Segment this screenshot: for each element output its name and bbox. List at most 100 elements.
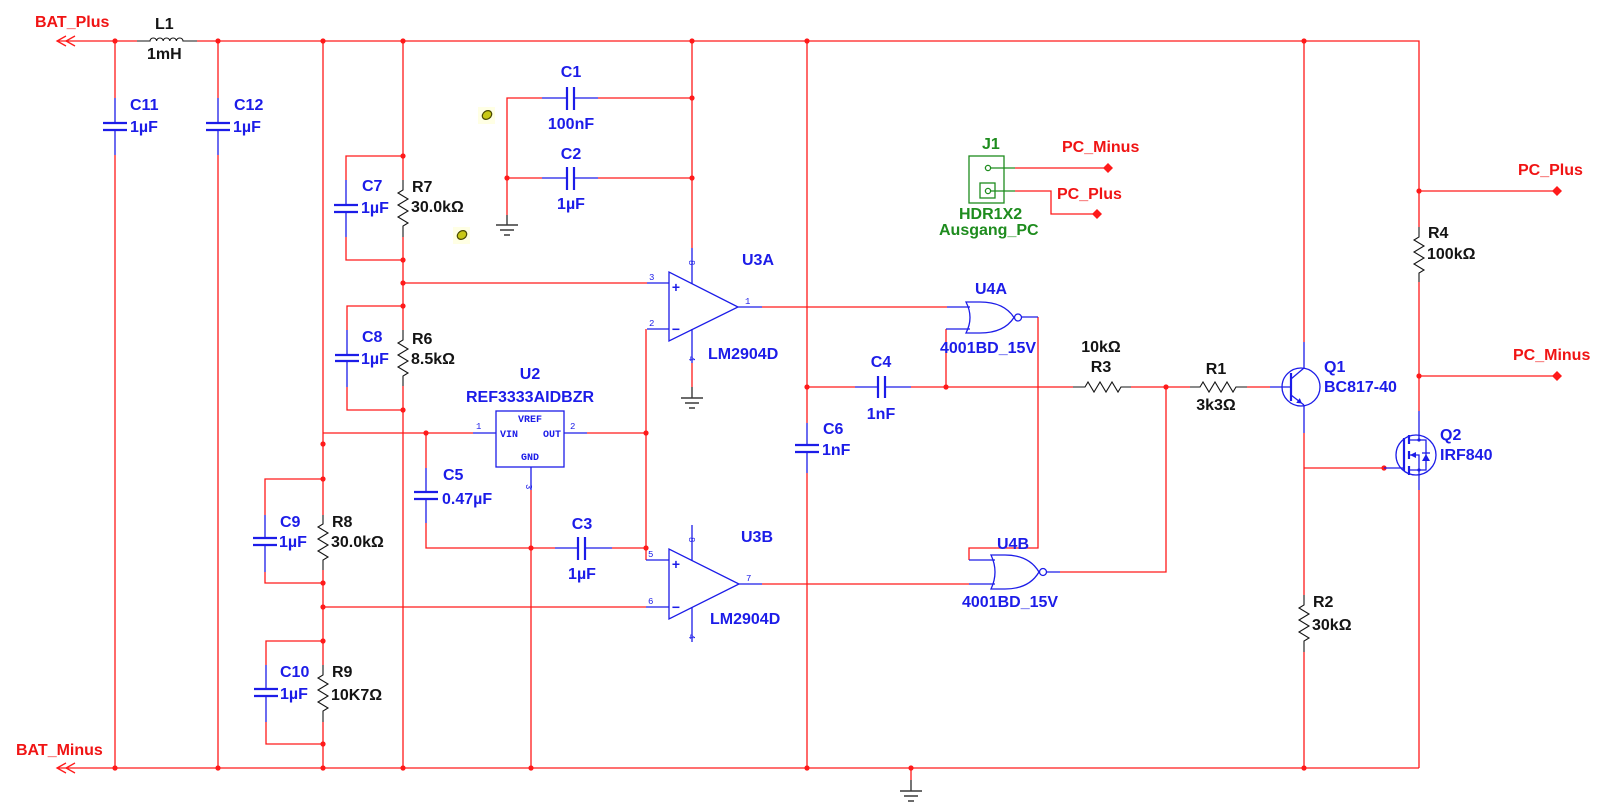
ground-icon[interactable]	[681, 387, 703, 409]
port-connector-icon[interactable]	[1552, 371, 1562, 381]
bat-plus-connector[interactable]: BAT_Plus	[35, 14, 109, 47]
resistor-r8[interactable]: R8 30.0kΩ	[316, 514, 384, 570]
capacitor-plates[interactable]	[565, 87, 576, 110]
probe-1[interactable]	[478, 107, 495, 124]
wire-top-rail[interactable]	[197, 40, 1420, 227]
header-pin-2[interactable]	[984, 187, 992, 195]
capacitor-plates[interactable]	[876, 376, 887, 398]
capacitor-plates[interactable]	[206, 121, 230, 132]
wire-c8-loop[interactable]	[346, 305, 403, 411]
capacitor-c7[interactable]: C7 1µF	[334, 178, 389, 237]
wire-j1-pin2[interactable]	[1015, 190, 1097, 215]
nor-gate-body[interactable]	[964, 301, 1015, 334]
resistor-symbol[interactable]	[316, 515, 330, 570]
opamp-triangle[interactable]	[668, 270, 740, 343]
port-pc-plus-out[interactable]: PC_Plus	[1518, 162, 1583, 196]
header-pin-1[interactable]	[984, 164, 992, 172]
header-pin-leads[interactable]	[990, 167, 1015, 192]
capacitor-c11[interactable]: C11 1µF	[103, 97, 159, 155]
port-connector-icon[interactable]	[1552, 186, 1562, 196]
capacitor-c10[interactable]: C10 1µF	[254, 664, 309, 722]
capacitor-c12[interactable]: C12 1µF	[206, 97, 263, 155]
probe-icon[interactable]	[481, 109, 494, 121]
capacitor-plates[interactable]	[254, 687, 278, 698]
resistor-symbol[interactable]	[1073, 380, 1131, 394]
ground-icon[interactable]	[496, 215, 518, 236]
nor-gate-pin-leads[interactable]	[969, 559, 1060, 585]
mosfet-q2[interactable]: Q2 IRF840	[1384, 411, 1493, 490]
capacitor-plates[interactable]	[576, 537, 587, 560]
capacitor-c2[interactable]: C2 1µF	[542, 146, 598, 213]
ic-pin-leads[interactable]	[473, 432, 587, 490]
capacitor-c9[interactable]: C9 1µF	[253, 514, 307, 572]
wire-u4a-out[interactable]	[968, 317, 1039, 560]
wire-c7-loop[interactable]	[345, 155, 403, 261]
probe-icon[interactable]	[456, 229, 469, 241]
resistor-symbol[interactable]	[1190, 380, 1247, 394]
nor-gate-pin-leads[interactable]	[946, 306, 1038, 330]
capacitor-c1[interactable]: C1 100nF	[542, 64, 598, 133]
bat-minus-connector[interactable]: BAT_Minus	[16, 742, 103, 774]
port-connector-icon[interactable]	[1103, 163, 1113, 173]
probe-2[interactable]	[453, 227, 470, 244]
capacitor-plates[interactable]	[795, 443, 819, 454]
header-body[interactable]	[968, 155, 1005, 204]
capacitor-c3[interactable]: C3 1µF	[555, 516, 612, 583]
mosfet-outline[interactable]	[1395, 434, 1437, 476]
wire-c1-c2-right[interactable]	[598, 97, 692, 179]
opamp-u3a[interactable]: + − 3 2 1 8 4 U3A LM2904D	[647, 248, 778, 363]
offpage-connector-icon[interactable]	[55, 762, 76, 774]
transistor-q1[interactable]: Q1 BC817-40	[1270, 342, 1397, 433]
resistor-r3[interactable]: 10kΩ R3	[1073, 339, 1131, 394]
port-connector-icon[interactable]	[1092, 209, 1102, 219]
port-pc-minus-out[interactable]: PC_Minus	[1513, 347, 1590, 381]
resistor-r4[interactable]: R4 100kΩ	[1412, 225, 1476, 282]
ground-icon[interactable]	[900, 780, 922, 802]
inductor-l1[interactable]: L1 1mH	[137, 16, 197, 63]
resistor-symbol[interactable]	[1412, 227, 1426, 282]
capacitor-plates[interactable]	[335, 353, 359, 363]
capacitor-plates[interactable]	[103, 121, 127, 132]
capacitor-plates[interactable]	[414, 490, 438, 501]
resistor-symbol[interactable]	[396, 180, 410, 237]
port-pc-minus-j1[interactable]: PC_Minus	[1062, 139, 1139, 173]
wires[interactable]	[57, 40, 1557, 780]
resistor-symbol[interactable]	[1297, 595, 1311, 652]
opamp-triangle[interactable]	[668, 547, 741, 621]
nor-gate-bubble[interactable]	[1038, 567, 1048, 577]
transistor-leads[interactable]	[1270, 342, 1305, 433]
capacitor-plates[interactable]	[253, 536, 277, 547]
capacitor-c5[interactable]: C5 0.47µF	[414, 467, 492, 523]
mosfet-leads[interactable]	[1384, 411, 1427, 490]
capacitor-plates[interactable]	[565, 167, 576, 190]
resistor-r6[interactable]: R6 8.5kΩ	[396, 330, 455, 386]
header-j1[interactable]: J1 HDR1X2 Ausgang_PC	[939, 136, 1039, 239]
wire-c5[interactable]	[425, 433, 555, 549]
wire-c1-c2-left[interactable]	[506, 97, 542, 215]
opamp-pin-leads[interactable]	[646, 525, 762, 642]
opamp-u3b[interactable]: + − 5 6 7 8 4 U3B LM2904D	[646, 525, 780, 642]
nor-gate-u4b[interactable]: U4B 4001BD_15V	[962, 536, 1060, 611]
capacitor-c6[interactable]: C6 1nF	[795, 421, 851, 473]
offpage-connector-icon[interactable]	[55, 35, 76, 47]
port-pc-plus-j1[interactable]: PC_Plus	[1057, 186, 1122, 219]
capacitor-c4[interactable]: C4 1nF	[855, 354, 911, 423]
nor-gate-bubble[interactable]	[1013, 313, 1023, 322]
opamp-pin-leads[interactable]	[647, 248, 762, 363]
vref-u2[interactable]: VREF VIN OUT GND 1 2 3 U2 REF3333AIDBZR	[466, 366, 594, 490]
nor-gate-u4a[interactable]: U4A 4001BD_15V	[940, 281, 1038, 357]
nor-gate-body[interactable]	[989, 554, 1040, 590]
resistor-symbol[interactable]	[396, 330, 410, 386]
resistor-r9[interactable]: R9 10K7Ω	[316, 664, 382, 722]
wire-c9-loop[interactable]	[264, 478, 323, 584]
ic-body[interactable]	[495, 410, 565, 468]
resistor-symbol[interactable]	[316, 665, 330, 722]
resistor-r7[interactable]: R7 30.0kΩ	[396, 179, 464, 237]
resistor-r2[interactable]: R2 30kΩ	[1297, 594, 1352, 652]
resistor-r1[interactable]: R1 3k3Ω	[1190, 361, 1247, 414]
wire-u4b-out[interactable]	[1060, 387, 1167, 573]
inductor-symbol[interactable]	[137, 37, 197, 42]
capacitor-plates[interactable]	[334, 203, 358, 214]
wire-c10-loop[interactable]	[265, 640, 323, 745]
